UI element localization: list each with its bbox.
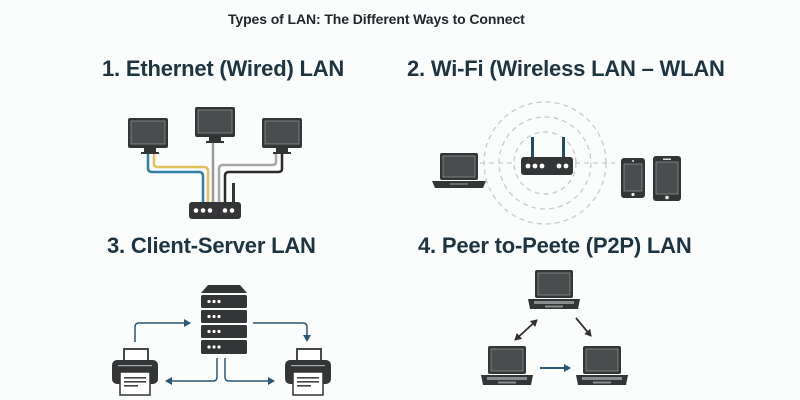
server-icon (201, 285, 247, 354)
signal-waves (480, 101, 615, 225)
monitor-icon (128, 118, 168, 154)
arrow-top-to-right (575, 317, 592, 337)
laptop-icon (576, 346, 628, 385)
printer-icon (285, 348, 331, 396)
cable-black (223, 154, 284, 205)
arrow-bidirectional (514, 319, 538, 341)
ethernet-diagram (128, 107, 302, 219)
wired-router-icon (189, 183, 241, 219)
heading-client-server-lan: 3. Client-Server LAN (107, 233, 316, 258)
cable-yellow (152, 154, 210, 205)
wireless-router-icon (521, 137, 573, 175)
arrow-printer-to-server (134, 319, 191, 342)
monitor-icon (262, 118, 302, 154)
arrow-server-to-right (224, 358, 275, 385)
page-title: Types of LAN: The Different Ways to Conn… (228, 11, 525, 27)
cable-gray-right (217, 154, 278, 205)
cable-blue (146, 154, 205, 205)
client-server-diagram (112, 285, 331, 396)
heading-ethernet-lan: 1. Ethernet (Wired) LAN (102, 56, 345, 81)
wifi-diagram (432, 101, 681, 225)
heading-wifi-lan: 2. Wi-Fi (Wireless LAN – WLAN (407, 56, 725, 81)
arrow-server-to-left (165, 358, 218, 385)
laptop-icon (528, 270, 580, 309)
laptop-icon (481, 346, 533, 385)
printer-icon (112, 348, 158, 396)
heading-p2p-lan: 4. Peer to-Peete (P2P) LAN (418, 233, 692, 258)
tablet-icon (653, 156, 681, 201)
monitor-icon (195, 107, 235, 143)
laptop-icon (432, 153, 486, 188)
p2p-diagram (481, 270, 628, 385)
arrow-server-to-printer (253, 322, 311, 342)
phone-icon (621, 158, 645, 198)
